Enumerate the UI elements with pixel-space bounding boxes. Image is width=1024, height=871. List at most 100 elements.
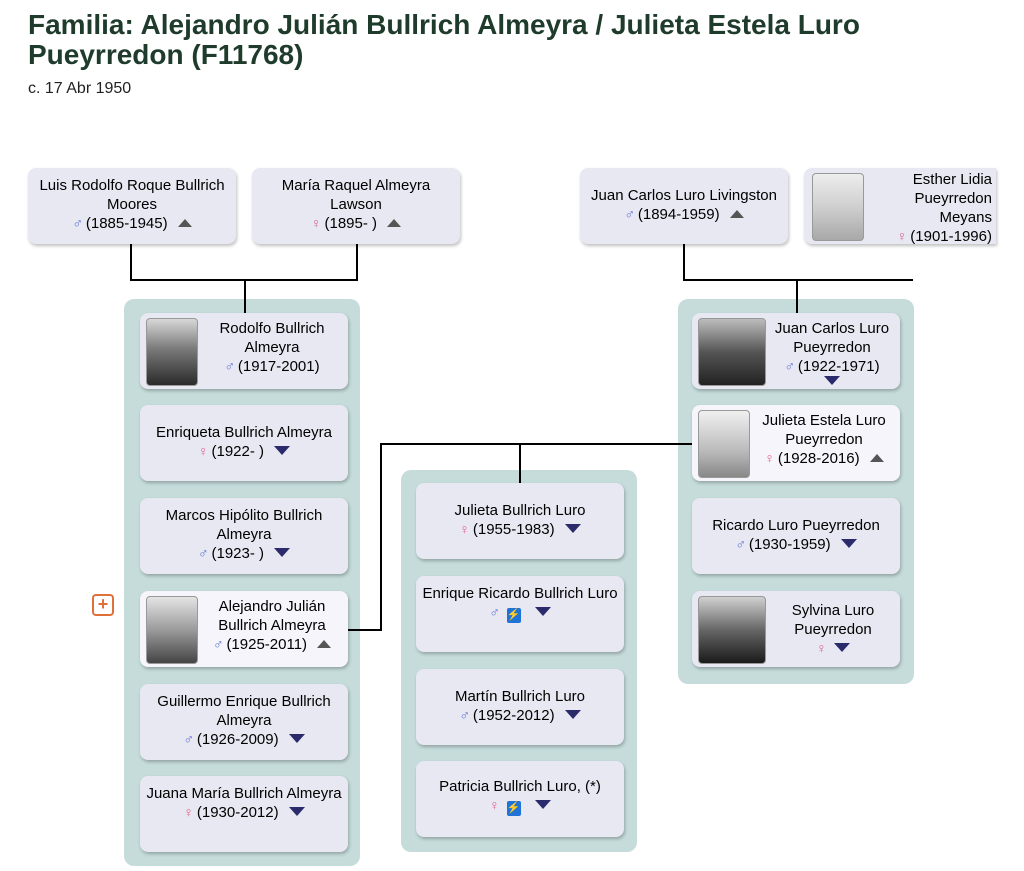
expand-children-icon[interactable] <box>274 548 291 557</box>
connector-line <box>130 244 132 280</box>
expand-children-icon[interactable] <box>534 607 551 616</box>
female-icon: ♀ <box>183 804 194 820</box>
person-years: (1930-2012) <box>196 804 279 821</box>
person-photo <box>698 410 750 478</box>
person-name: Sylvina Luro Pueyrredon <box>791 602 875 638</box>
person-years: (1928-2016) <box>777 450 860 467</box>
female-icon: ♀ <box>816 640 827 656</box>
person-years: (1917-2001) <box>237 358 320 375</box>
person-name: María Raquel Almeyra Lawson <box>281 177 431 213</box>
person-card-selected[interactable]: Julieta Estela Luro Pueyrredon ♀(1928-20… <box>692 405 900 481</box>
expand-children-icon[interactable] <box>564 524 581 533</box>
person-years: (1922-1971) <box>797 358 880 375</box>
expand-parents-icon[interactable] <box>177 219 192 227</box>
female-icon: ♀ <box>896 228 908 244</box>
person-card[interactable]: Ricardo Luro Pueyrredon ♂(1930-1959) <box>692 498 900 574</box>
person-years: (1895- ) <box>324 215 378 232</box>
person-name: Juan Carlos Luro Pueyrredon <box>774 320 890 356</box>
bolt-icon: ⚡ <box>506 608 521 623</box>
person-photo <box>146 318 198 386</box>
connector-line <box>683 279 913 281</box>
person-years: (1894-1959) <box>637 206 720 223</box>
person-card[interactable]: Guillermo Enrique Bullrich Almeyra ♂(192… <box>140 684 348 760</box>
person-card[interactable]: Rodolfo Bullrich Almeyra ♂(1917-2001) <box>140 313 348 389</box>
connector-line <box>356 244 358 280</box>
expand-children-icon[interactable] <box>564 710 581 719</box>
expand-children-icon[interactable] <box>824 376 840 385</box>
person-name: Rodolfo Bullrich Almeyra <box>219 320 325 356</box>
female-icon: ♀ <box>764 450 775 466</box>
female-icon: ♀ <box>310 215 322 231</box>
person-card[interactable]: Martín Bullrich Luro ♂(1952-2012) <box>416 669 624 745</box>
male-icon: ♂ <box>784 358 795 374</box>
person-card-selected[interactable]: Alejandro Julián Bullrich Almeyra ♂(1925… <box>140 591 348 667</box>
person-name: Julieta Bullrich Luro <box>454 502 586 519</box>
person-years: (1930-1959) <box>748 536 831 553</box>
female-icon: ♀ <box>197 443 209 459</box>
person-card[interactable]: Luis Rodolfo Roque Bullrich Moores ♂(188… <box>28 168 236 244</box>
person-name: Martín Bullrich Luro <box>454 688 586 705</box>
person-years: (1901-1996) <box>910 228 992 245</box>
person-card[interactable]: Juan Carlos Luro Pueyrredon ♂(1922-1971) <box>692 313 900 389</box>
expand-children-icon[interactable] <box>840 539 857 548</box>
person-card[interactable]: Patricia Bullrich Luro, (*) ♀ ⚡ <box>416 761 624 837</box>
person-name: Enrique Ricardo Bullrich Luro <box>422 585 618 602</box>
male-icon: ♂ <box>183 731 194 747</box>
connector-line <box>380 443 382 631</box>
person-photo <box>812 173 864 241</box>
person-name: Ricardo Luro Pueyrredon <box>712 517 880 534</box>
person-name: Juan Carlos Luro Livingston <box>591 187 777 204</box>
expand-children-icon[interactable] <box>274 446 291 455</box>
person-years: (1955-1983) <box>472 521 555 538</box>
male-icon: ♂ <box>72 215 83 231</box>
male-icon: ♂ <box>459 707 470 723</box>
expand-parents-icon[interactable] <box>387 219 402 227</box>
person-years: (1952-2012) <box>472 707 555 724</box>
person-card[interactable]: Enrique Ricardo Bullrich Luro ♂⚡ <box>416 576 624 652</box>
person-name: Alejandro Julián Bullrich Almeyra <box>218 598 326 634</box>
marriage-date: c. 17 Abr 1950 <box>28 80 132 97</box>
bolt-icon: ⚡ <box>506 801 521 816</box>
person-card[interactable]: Julieta Bullrich Luro ♀(1955-1983) <box>416 483 624 559</box>
person-card[interactable]: Juana María Bullrich Almeyra ♀(1930-2012… <box>140 776 348 852</box>
expand-children-icon[interactable] <box>288 734 305 743</box>
person-name: Marcos Hipólito Bullrich Almeyra <box>165 507 323 543</box>
expand-children-icon[interactable] <box>534 800 551 809</box>
male-icon: ♂ <box>224 358 235 374</box>
expand-plus-icon[interactable]: + <box>92 594 114 616</box>
person-years: (1922- ) <box>211 443 265 460</box>
person-photo <box>698 596 766 664</box>
father-siblings-panel <box>124 299 360 866</box>
connector-line <box>683 244 685 280</box>
person-name: Patricia Bullrich Luro, (*) <box>439 778 601 795</box>
male-icon: ♂ <box>197 545 209 561</box>
person-years: (1925-2011) <box>226 636 308 653</box>
person-card[interactable]: Marcos Hipólito Bullrich Almeyra ♂(1923-… <box>140 498 348 574</box>
expand-parents-icon[interactable] <box>317 640 332 648</box>
person-card[interactable]: Esther Lidia Pueyrredon Meyans ♀(1901-19… <box>804 168 996 245</box>
female-icon: ♀ <box>459 521 470 537</box>
person-name: Guillermo Enrique Bullrich Almeyra <box>157 693 331 729</box>
connector-line <box>380 443 692 445</box>
expand-children-icon[interactable] <box>833 643 850 652</box>
female-icon: ♀ <box>489 797 500 813</box>
connector-line <box>519 443 521 483</box>
person-photo <box>146 596 198 664</box>
person-name: Esther Lidia Pueyrredon Meyans <box>912 171 992 226</box>
expand-children-icon[interactable] <box>288 807 305 816</box>
person-years: (1923- ) <box>211 545 265 562</box>
expand-parents-icon[interactable] <box>869 454 884 462</box>
person-name: Julieta Estela Luro Pueyrredon <box>762 412 886 448</box>
person-photo <box>698 318 766 386</box>
person-name: Juana María Bullrich Almeyra <box>146 785 342 802</box>
person-card[interactable]: Enriqueta Bullrich Almeyra ♀(1922- ) <box>140 405 348 481</box>
expand-parents-icon[interactable] <box>729 210 744 218</box>
person-name: Enriqueta Bullrich Almeyra <box>156 424 332 441</box>
connector-line <box>244 279 246 313</box>
person-years: (1926-2009) <box>196 731 279 748</box>
person-card[interactable]: Juan Carlos Luro Livingston ♂(1894-1959) <box>580 168 788 244</box>
person-name: Luis Rodolfo Roque Bullrich Moores <box>39 177 225 213</box>
person-card[interactable]: Sylvina Luro Pueyrredon ♀ <box>692 591 900 667</box>
male-icon: ♂ <box>735 536 746 552</box>
person-card[interactable]: María Raquel Almeyra Lawson ♀(1895- ) <box>252 168 460 244</box>
